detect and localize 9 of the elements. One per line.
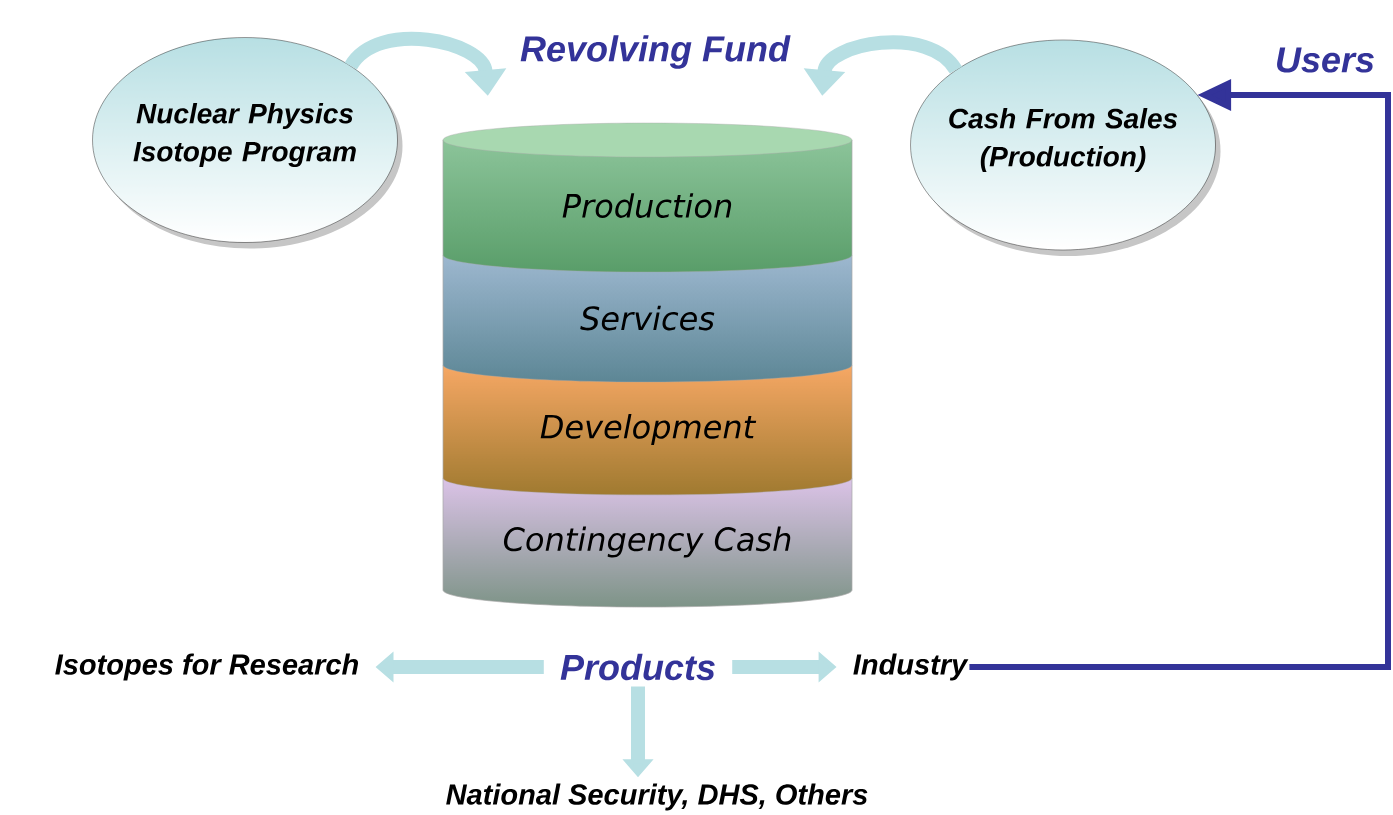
label-text: Industry [853,653,969,681]
edge-label: Users [1277,47,1374,73]
ellipse-node: Nuclear Physics Isotope Program [92,37,403,249]
label-text: Revolving Fund [520,35,791,69]
ellipse-node: Cash From Sales (Production) [910,39,1221,256]
label-text: Products [560,653,715,681]
label-text: Isotopes for Research [55,653,359,681]
label-text: National Security, DHS, Others [446,783,868,811]
cylinder [442,122,853,608]
